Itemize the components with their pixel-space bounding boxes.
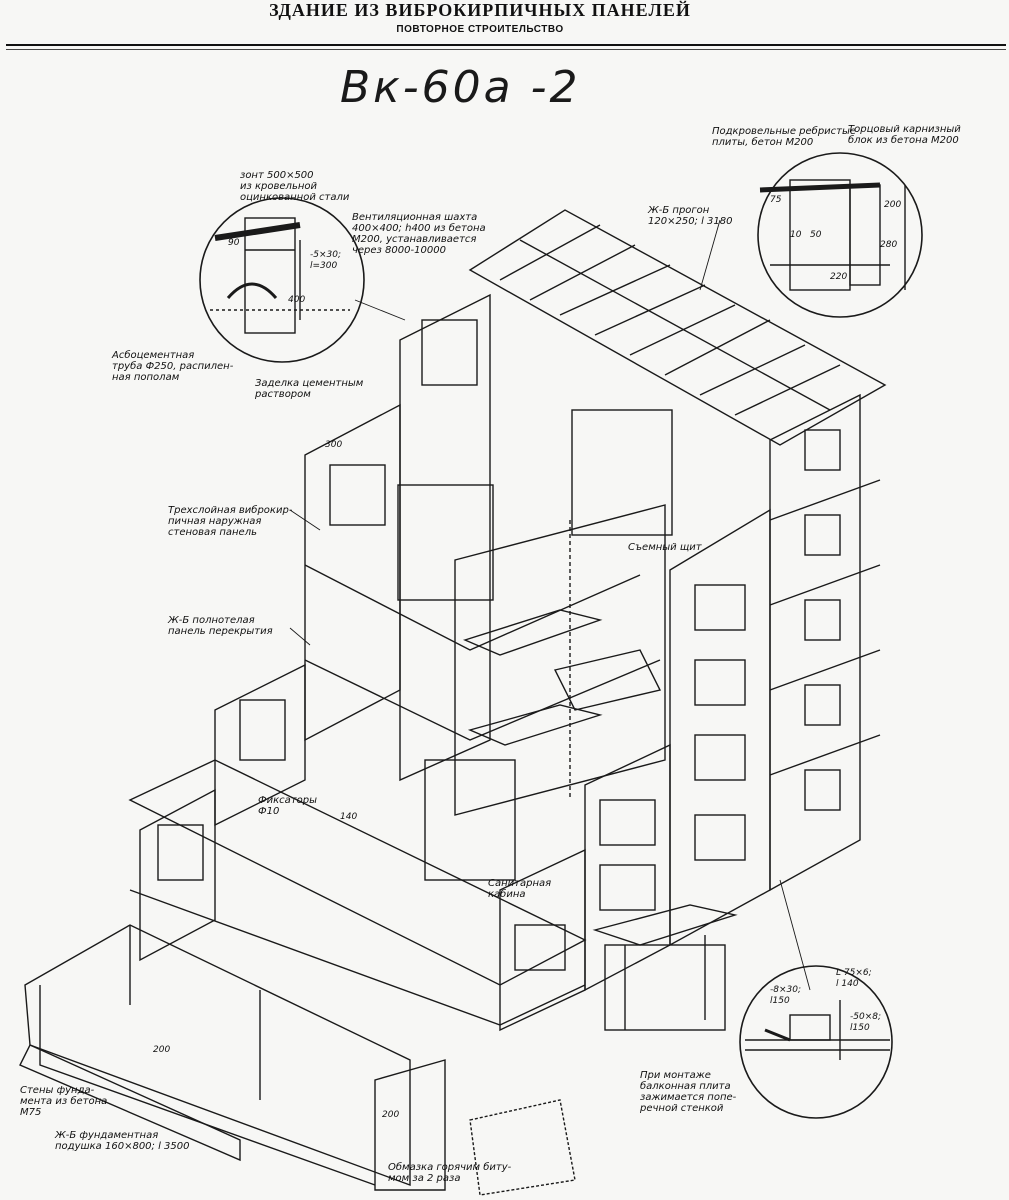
label-removable-shield: Съемный щит: [628, 542, 702, 553]
handwritten-code: Вк-60а -2: [340, 62, 581, 113]
roof: [468, 209, 887, 446]
label-dim-50x8: -50×8; l150: [850, 1012, 881, 1033]
label-cornice-block: Торцовый карнизный блок из бетона М200: [848, 124, 961, 146]
header-rule-thin: [6, 49, 1006, 50]
label-sanitary-cabin: Санитарная кабина: [488, 878, 552, 900]
leader-lines: [289, 219, 811, 991]
dim-280: 280: [880, 240, 898, 250]
entrance-canopy: [592, 904, 738, 1031]
label-foundation-cushion: Ж-Б фундаментная подушка 160×800; l 3500: [55, 1130, 190, 1152]
stairwell: [454, 504, 666, 816]
label-purlin: Ж-Б прогон 120×250; l 3180: [648, 205, 733, 227]
dim-140: 140: [340, 812, 358, 822]
upper-walls: [304, 293, 673, 782]
label-foundation-walls: Стены фунда- мента из бетона М75: [20, 1085, 108, 1118]
label-bitumen: Обмазка горячим биту- мом за 2 раза: [388, 1162, 512, 1184]
dim-50: 50: [810, 230, 822, 240]
dim-300: 300: [325, 440, 343, 450]
dim-10: 10: [790, 230, 802, 240]
header-rule: [6, 44, 1006, 46]
vent-detail-circle: [199, 197, 365, 363]
label-floor-panel: Ж-Б полнотелая панель перекрытия: [168, 615, 273, 637]
dim-90: 90: [228, 238, 240, 248]
dim-75: 75: [770, 195, 782, 205]
label-zont: зонт 500×500 из кровельной оцинкованной …: [240, 170, 350, 203]
label-dim-L75: L 75×6; l 140: [836, 968, 872, 989]
page-subtitle: ПОВТОРНОЕ СТРОИТЕЛЬСТВО: [396, 24, 564, 35]
label-dim-angle: -5×30; l=300: [310, 250, 341, 271]
label-balcony-note: При монтаже балконная плита зажимается п…: [640, 1070, 737, 1114]
balcony-detail-circle: [739, 965, 893, 1119]
eaves-detail-circle: [757, 152, 923, 318]
right-facade: [669, 393, 881, 947]
foundation: [19, 924, 576, 1196]
dim-200: 200: [153, 1045, 171, 1055]
dim-400: 400: [288, 295, 306, 305]
label-fixators: Фиксаторы Ф10: [258, 795, 317, 817]
label-zadelka: Заделка цементным раствором: [255, 378, 364, 400]
dim-200-b: 200: [382, 1110, 400, 1120]
label-roof-plates: Подкровельные ребристые плиты, бетон М20…: [712, 126, 857, 148]
page-title: ЗДАНИЕ ИЗ ВИБРОКИРПИЧНЫХ ПАНЕЛЕЙ: [269, 0, 691, 20]
label-dim-8x30: -8×30; l150: [770, 985, 801, 1006]
label-asbestos-pipe: Асбоцементная труба Ф250, распилен- ная …: [112, 350, 234, 383]
dim-200-c: 200: [884, 200, 902, 210]
label-wall-panel: Трехслойная виброкир- пичная наружная ст…: [168, 505, 293, 538]
label-vent-shaft: Вентиляционная шахта 400×400; h400 из бе…: [352, 212, 486, 256]
dim-220: 220: [830, 272, 848, 282]
